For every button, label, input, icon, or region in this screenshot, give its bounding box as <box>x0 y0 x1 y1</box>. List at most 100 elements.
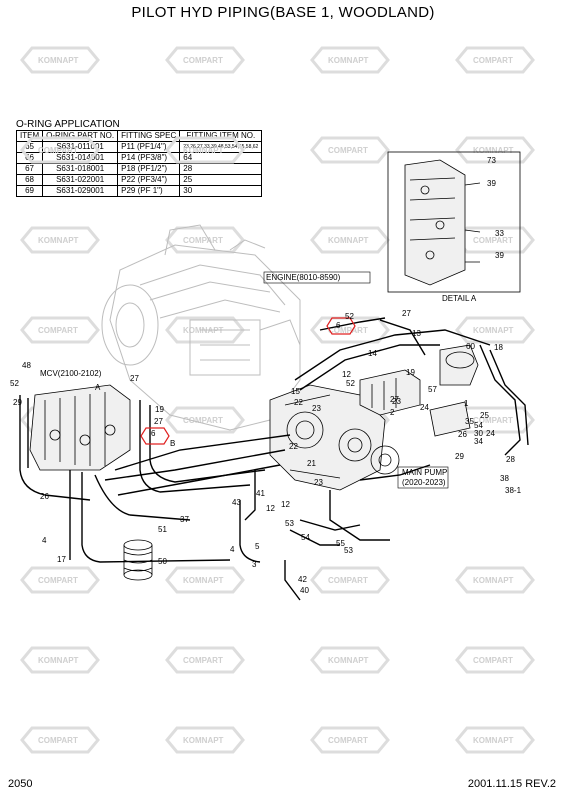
item-callout: 38-1 <box>505 486 522 495</box>
watermark-text: KOMNAPT <box>183 736 224 745</box>
watermark-text: KOMNAPT <box>328 656 369 665</box>
watermark: KOMNAPT <box>20 46 100 74</box>
item-callout: 26 <box>458 430 467 439</box>
watermark: KOMNAPT <box>20 226 100 254</box>
watermark: COMPART <box>310 566 390 594</box>
watermark: COMPART <box>310 316 390 344</box>
main-pump-drawing <box>269 384 400 491</box>
watermark-text: COMPART <box>473 416 513 425</box>
item-callout: 27 <box>130 374 139 383</box>
item-callout: 53 <box>285 519 294 528</box>
item-callout: 54 <box>301 533 310 542</box>
item-callout: 3 <box>252 560 257 569</box>
item-callout: 27 <box>402 309 411 318</box>
watermark-text: COMPART <box>38 736 78 745</box>
item-callout: 37 <box>180 515 189 524</box>
watermark-text: KOMNAPT <box>473 736 514 745</box>
item-callout: 22 <box>289 442 298 451</box>
watermark: COMPART <box>20 726 100 754</box>
item-callout: 39 <box>495 251 504 260</box>
pipes <box>19 317 529 601</box>
item-callout: 42 <box>298 575 307 584</box>
oring-table-caption: O-RING APPLICATION <box>16 119 120 130</box>
item-callout: 43 <box>232 498 241 507</box>
watermark: COMPART <box>165 646 245 674</box>
watermark: COMPART <box>20 136 100 164</box>
item-callout: 19 <box>406 368 415 377</box>
watermark-text: KOMNAPT <box>38 656 79 665</box>
watermark: KOMNAPT <box>310 46 390 74</box>
item-callout: 22 <box>294 398 303 407</box>
watermark-text: COMPART <box>328 736 368 745</box>
item-callout: 48 <box>22 361 31 370</box>
item-callout: 19 <box>155 405 164 414</box>
item-callout: 4 <box>42 536 47 545</box>
date-revision: 2001.11.15 REV.2 <box>467 778 556 790</box>
watermark-text: KOMNAPT <box>328 56 369 65</box>
watermark: COMPART <box>310 136 390 164</box>
item-callout: 13 <box>412 329 421 338</box>
watermark-text: KOMNAPT <box>183 146 224 155</box>
watermark: COMPART <box>455 646 535 674</box>
valve-block-drawing <box>359 344 479 437</box>
item-callout: 33 <box>495 229 504 238</box>
item-callout: 30 <box>474 429 483 438</box>
watermark: COMPART <box>455 46 535 74</box>
marker-b: B <box>170 439 175 448</box>
watermark: KOMNAPT <box>455 316 535 344</box>
item-callout: 50 <box>158 557 167 566</box>
watermark-text: COMPART <box>473 236 513 245</box>
watermark-text: KOMNAPT <box>328 236 369 245</box>
item-callout: 60 <box>466 342 475 351</box>
item-callout: 54 <box>474 421 483 430</box>
watermark: KOMNAPT <box>165 566 245 594</box>
item-callout: 12 <box>266 504 275 513</box>
item-callout: 41 <box>256 489 265 498</box>
filter-element <box>123 539 153 581</box>
engine-label-box <box>263 271 371 284</box>
watermark-text: KOMNAPT <box>38 236 79 245</box>
engine-label: ENGINE(8010-8590) <box>266 273 341 282</box>
item-callout: 52 <box>345 312 354 321</box>
item-callout: 40 <box>300 586 309 595</box>
watermark-text: COMPART <box>473 656 513 665</box>
watermark-text: COMPART <box>473 56 513 65</box>
item-callout: 5 <box>255 542 260 551</box>
watermark-text: COMPART <box>38 576 78 585</box>
mcv-drawing <box>29 384 131 471</box>
item-callout: 25 <box>480 411 489 420</box>
watermark: KOMNAPT <box>455 136 535 164</box>
item-callout: 23 <box>312 404 321 413</box>
item-callout: 24 <box>420 403 429 412</box>
item-callout: 17 <box>57 555 66 564</box>
item-callout: 29 <box>455 452 464 461</box>
item-callout: 52 <box>10 379 19 388</box>
item-callout: 2 <box>390 408 395 417</box>
watermark-text: COMPART <box>328 326 368 335</box>
item-callout: 55 <box>336 539 345 548</box>
watermark: COMPART <box>20 566 100 594</box>
item-callout: 39 <box>487 179 496 188</box>
item-callout: 35 <box>465 417 474 426</box>
watermark: KOMNAPT <box>310 646 390 674</box>
watermark-text: COMPART <box>183 236 223 245</box>
cell-fitting-spec: P29 (PF 1") <box>117 185 181 197</box>
watermark-text: COMPART <box>328 576 368 585</box>
item-callout: 21 <box>307 459 316 468</box>
item-callout: 29 <box>13 398 22 407</box>
item-callout: 51 <box>158 525 167 534</box>
item-callout: 34 <box>474 437 483 446</box>
item-callout: 27 <box>154 417 163 426</box>
item-callout: 23 <box>314 478 323 487</box>
item-callout: 12 <box>342 370 351 379</box>
item-callout: 18 <box>494 343 503 352</box>
engine-drawing <box>101 224 301 431</box>
page-number: 2050 <box>8 778 33 790</box>
item-callout: 53 <box>344 546 353 555</box>
watermark-text: KOMNAPT <box>473 146 514 155</box>
item-callout: 23 <box>392 397 401 406</box>
watermark: KOMNAPT <box>20 646 100 674</box>
cell-fitting-item-no: 30 <box>179 185 263 197</box>
item-callout: 26 <box>40 492 49 501</box>
